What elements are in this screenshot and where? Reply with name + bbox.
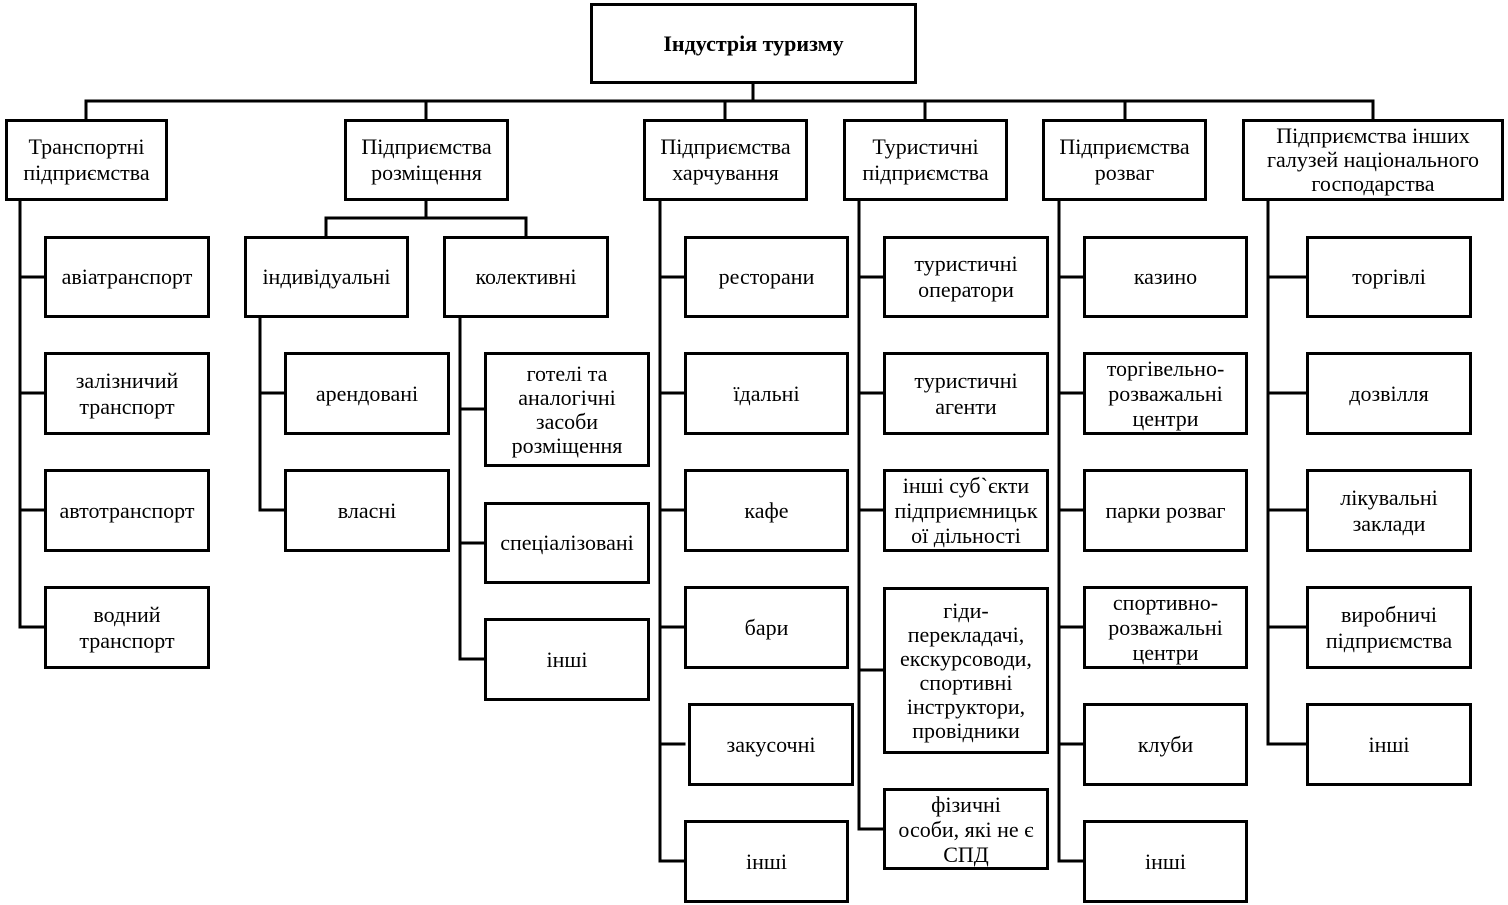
item-label: парки розваг (1105, 497, 1226, 523)
collective-item: готелі та аналогічні засоби розміщення (484, 352, 650, 467)
item-label: власні (337, 497, 397, 523)
item-label: залізничий транспорт (75, 367, 179, 419)
item-label: клуби (1137, 731, 1194, 757)
collective-item: інші (484, 618, 650, 701)
catering-item: закусочні (688, 703, 854, 786)
item-label: готелі та аналогічні засоби розміщення (511, 360, 623, 458)
category-catering: Підприємства харчування (643, 119, 808, 201)
other-sector-item: інші (1306, 703, 1472, 786)
item-label: інші суб`єкти підприємницьк ої дільності (894, 473, 1038, 548)
other-sector-item: виробничі підприємства (1306, 586, 1472, 669)
catering-item: кафе (684, 469, 849, 552)
item-label: казино (1133, 264, 1198, 289)
other-sector-item: дозвілля (1306, 352, 1472, 435)
item-label: інші (1368, 731, 1410, 757)
item-label: арендовані (315, 380, 419, 406)
entertainment-item: парки розваг (1083, 469, 1248, 552)
item-label: кафе (744, 497, 789, 523)
item-label: туристичні оператори (914, 251, 1018, 302)
item-label: інші (546, 646, 588, 672)
item-label: спеціалізовані (500, 530, 634, 555)
item-label: спортивно- розважальні центри (1108, 590, 1223, 665)
category-label: Транспортні підприємства (23, 134, 150, 185)
catering-item: інші (684, 820, 849, 903)
item-label: інші (746, 848, 787, 874)
category-accommodation: Підприємства розміщення (344, 119, 509, 201)
item-label: водний транспорт (79, 601, 175, 653)
item-label: авіатранспорт (61, 264, 193, 289)
transport-item: водний транспорт (44, 586, 210, 669)
individual-item: власні (284, 469, 450, 552)
entertainment-item: торгівельно- розважальні центри (1083, 352, 1248, 435)
category-label: Підприємства харчування (660, 134, 791, 185)
item-label: виробничі підприємства (1325, 601, 1453, 653)
entertainment-item: клуби (1083, 703, 1248, 786)
tourist-item: туристичні агенти (883, 352, 1049, 435)
category-tourist: Туристичні підприємства (843, 119, 1008, 201)
category-transport: Транспортні підприємства (5, 119, 168, 201)
category-entertainment: Підприємства розваг (1042, 119, 1207, 201)
tourist-item: туристичні оператори (883, 236, 1049, 318)
item-label: бари (744, 614, 789, 640)
accommodation-subgroup-individual: індивідуальні (244, 236, 409, 318)
item-label: інші (1145, 848, 1186, 874)
subgroup-label: індивідуальні (262, 264, 391, 289)
tourist-item: гіди- перекладачі, екскурсоводи, спортив… (883, 587, 1049, 754)
category-label: Туристичні підприємства (862, 134, 989, 185)
transport-item: залізничий транспорт (44, 352, 210, 435)
entertainment-item: інші (1083, 820, 1248, 903)
catering-item: ресторани (684, 236, 849, 318)
category-other-sectors: Підприємства інших галузей національного… (1242, 119, 1504, 201)
entertainment-item: спортивно- розважальні центри (1083, 586, 1248, 669)
root-node: Індустрія туризму (590, 3, 917, 84)
item-label: їдальні (733, 380, 800, 406)
item-label: торгівлі (1352, 264, 1426, 289)
accommodation-subgroup-collective: колективні (443, 236, 609, 318)
category-label: Підприємства інших галузей національного… (1266, 123, 1480, 196)
entertainment-item: казино (1083, 236, 1248, 318)
transport-item: авіатранспорт (44, 236, 210, 318)
item-label: лікувальні заклади (1340, 484, 1438, 536)
item-label: ресторани (718, 264, 815, 289)
item-label: гіди- перекладачі, екскурсоводи, спортив… (900, 597, 1032, 743)
item-label: туристичні агенти (914, 367, 1018, 419)
item-label: дозвілля (1349, 380, 1429, 406)
category-label: Підприємства розваг (1059, 134, 1190, 185)
other-sector-item: торгівлі (1306, 236, 1472, 318)
item-label: торгівельно- розважальні центри (1106, 356, 1225, 431)
transport-item: автотранспорт (44, 469, 210, 552)
catering-item: бари (684, 586, 849, 669)
item-label: закусочні (726, 731, 816, 757)
other-sector-item: лікувальні заклади (1306, 469, 1472, 552)
tourist-item: інші суб`єкти підприємницьк ої дільності (883, 469, 1049, 552)
tourist-item: фізичні особи, які не є СПД (883, 788, 1049, 870)
individual-item: арендовані (284, 352, 450, 435)
root-node-label: Індустрія туризму (663, 30, 844, 56)
item-label: автотранспорт (59, 497, 195, 523)
category-label: Підприємства розміщення (361, 134, 492, 185)
catering-item: їдальні (684, 352, 849, 435)
item-label: фізичні особи, які не є СПД (898, 791, 1034, 867)
collective-item: спеціалізовані (484, 502, 650, 584)
subgroup-label: колективні (475, 264, 577, 289)
